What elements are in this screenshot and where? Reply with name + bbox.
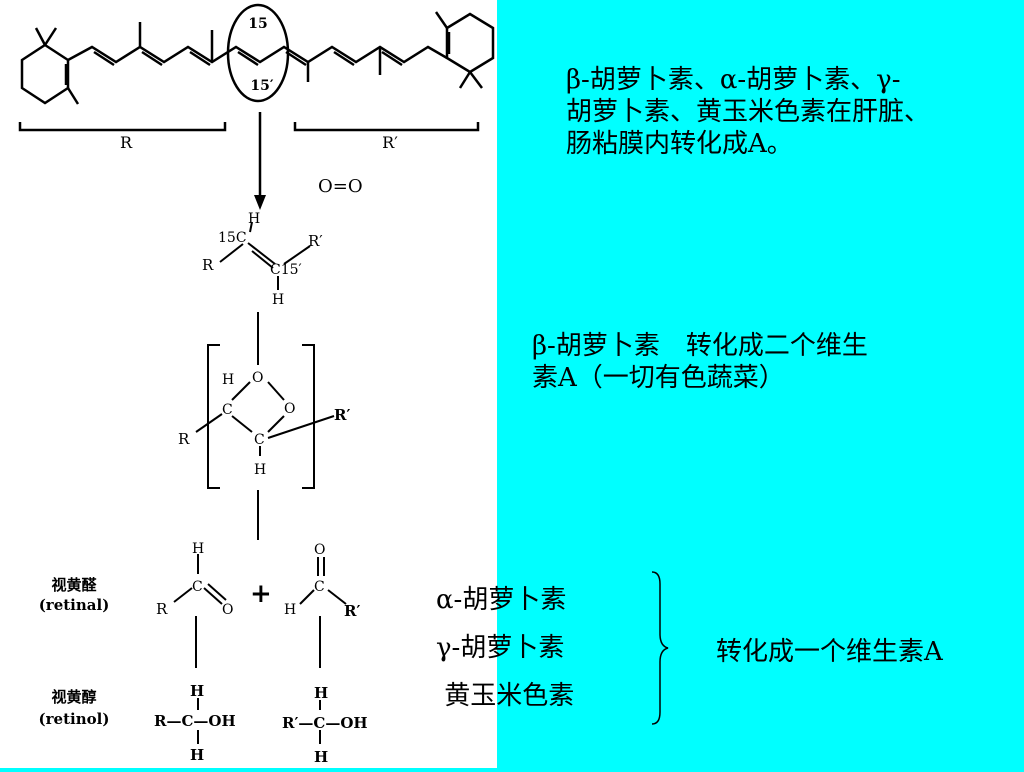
a1-r: R bbox=[156, 600, 168, 618]
alc1-h-bottom: H bbox=[190, 746, 204, 764]
a2-o: O bbox=[314, 542, 325, 558]
reaction-diagram: 15 15′ R R′ O=O H 15C C15′ R R′ H H bbox=[0, 0, 497, 768]
i2-c1: C bbox=[222, 402, 233, 418]
retinal-aldehyde-2 bbox=[299, 557, 347, 668]
cleavage-site-circle bbox=[226, 3, 290, 103]
paragraph-1-line-1: β-胡萝卜素、α-胡萝卜素、γ- bbox=[566, 65, 901, 95]
i1-h-bottom: H bbox=[272, 292, 284, 308]
list-item: γ-胡萝卜素 bbox=[436, 633, 565, 663]
right-ionone-ring bbox=[445, 12, 495, 74]
bracket-r-prime bbox=[293, 122, 480, 132]
polyene-chain bbox=[67, 45, 448, 64]
intermediate-alkene bbox=[219, 221, 311, 290]
intermediate-dioxetane bbox=[195, 338, 335, 540]
retinal-aldehyde-1 bbox=[173, 554, 227, 668]
i1-c15: 15C bbox=[218, 230, 247, 246]
a1-h: H bbox=[192, 541, 204, 557]
i2-h-bottom: H bbox=[254, 462, 266, 478]
i1-c15p: C15′ bbox=[270, 262, 302, 278]
alc1-chain: R—C—OH bbox=[154, 712, 236, 730]
i2-o2: O bbox=[284, 401, 295, 417]
paragraph-conversion-sites: β-胡萝卜素、α-胡萝卜素、γ- 胡萝卜素、黄玉米色素在肝脏、 肠粘膜内转化成A… bbox=[566, 64, 930, 160]
arrow-1 bbox=[254, 112, 266, 210]
bracket-r-label: R bbox=[120, 133, 133, 152]
i2-c2: C bbox=[254, 432, 265, 448]
i1-h-top: H bbox=[248, 211, 260, 227]
paragraph-2-line-2: 素A（一切有色蔬菜） bbox=[532, 363, 785, 393]
oxygen-label: O=O bbox=[318, 176, 363, 197]
a1-o: O bbox=[222, 602, 233, 618]
bracket-r-prime-label: R′ bbox=[382, 133, 398, 152]
right-brace bbox=[651, 571, 669, 725]
retinol-lines bbox=[197, 698, 321, 744]
list-item: α-胡萝卜素 bbox=[436, 585, 567, 615]
carotenoid-list: α-胡萝卜素 γ-胡萝卜素 黄玉米色素 bbox=[436, 576, 574, 720]
retinol-cn-label: 视黄醇 bbox=[51, 688, 96, 706]
retinal-en-label: (retinal) bbox=[39, 596, 110, 614]
i1-r: R bbox=[202, 256, 214, 274]
alc1-h-top: H bbox=[190, 682, 204, 700]
a2-h: H bbox=[284, 602, 296, 618]
list-item: 黄玉米色素 bbox=[436, 681, 575, 711]
ring-mark-bottom: 15′ bbox=[250, 78, 273, 94]
paragraph-1-line-3: 肠粘膜内转化成A。 bbox=[566, 129, 793, 159]
i1-r-prime: R′ bbox=[308, 232, 323, 250]
reaction-scheme-svg: 15 15′ R R′ O=O H 15C C15′ R R′ H H bbox=[18, 3, 495, 766]
a2-c: C bbox=[314, 579, 325, 595]
i2-h: H bbox=[222, 372, 234, 388]
bracket-r bbox=[18, 122, 227, 132]
left-ionone-ring bbox=[20, 43, 70, 105]
single-vitamin-a-result: 转化成一个维生素A bbox=[716, 637, 943, 667]
paragraph-2-line-1: β-胡萝卜素 转化成二个维生 bbox=[532, 331, 868, 361]
alc2-chain: R′—C—OH bbox=[282, 714, 368, 732]
a2-r: R′ bbox=[344, 602, 360, 620]
plus-sign: + bbox=[250, 579, 272, 609]
paragraph-1-line-2: 胡萝卜素、黄玉米色素在肝脏、 bbox=[566, 97, 931, 127]
carotene-structure bbox=[18, 3, 495, 132]
retinol-en-label: (retinol) bbox=[39, 710, 110, 728]
i2-r-prime: R′ bbox=[334, 406, 350, 424]
i2-o1: O bbox=[252, 370, 263, 386]
alc2-h-bottom: H bbox=[314, 748, 328, 766]
alc2-h-top: H bbox=[314, 684, 328, 702]
i2-r: R bbox=[178, 430, 190, 448]
a1-c: C bbox=[192, 579, 203, 595]
paragraph-beta-carotene: β-胡萝卜素 转化成二个维生 素A（一切有色蔬菜） bbox=[532, 330, 868, 394]
ring-mark-top: 15 bbox=[248, 16, 267, 32]
retinal-cn-label: 视黄醛 bbox=[51, 576, 97, 594]
